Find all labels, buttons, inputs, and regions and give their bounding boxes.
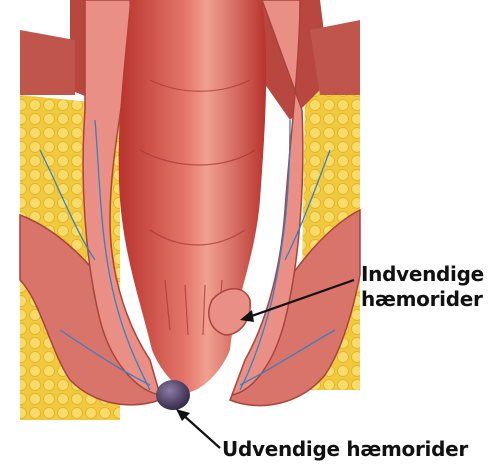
arrow-pointing-up-left-icon bbox=[176, 409, 220, 448]
external-hemorrhoid bbox=[156, 380, 190, 410]
external-hemorrhoids-label: Udvendige hæmorider bbox=[222, 437, 468, 461]
internal-hemorrhoids-label: Indvendige hæmorider bbox=[361, 262, 484, 312]
rectal-lumen bbox=[119, 0, 267, 392]
internal-hemorrhoids-label-line1: Indvendige bbox=[361, 262, 484, 287]
internal-hemorrhoids-label-line2: hæmorider bbox=[361, 287, 484, 312]
